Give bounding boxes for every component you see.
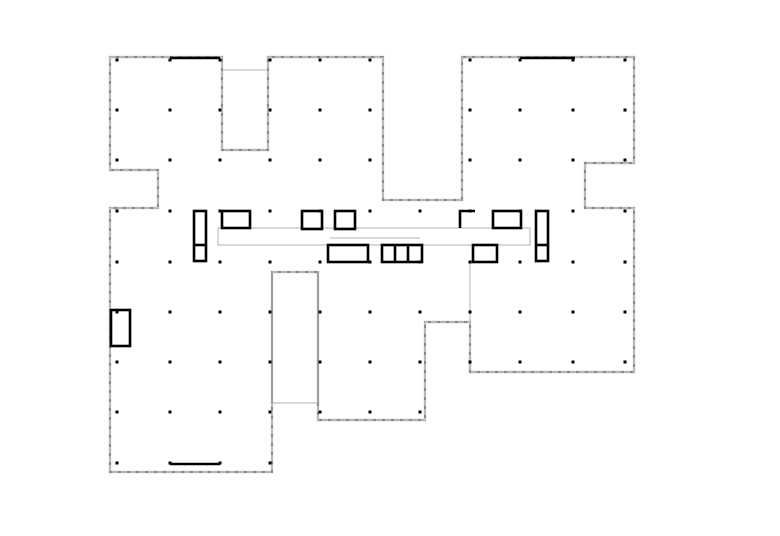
elevators (380, 243, 424, 264)
shaft-left (192, 209, 208, 263)
column (571, 260, 575, 264)
column (168, 158, 172, 162)
stair-left (220, 209, 252, 230)
column (571, 360, 575, 364)
column (518, 360, 522, 364)
column (115, 108, 119, 112)
column (623, 158, 627, 162)
column (318, 158, 322, 162)
column (168, 58, 172, 62)
column (518, 58, 522, 62)
column (623, 360, 627, 364)
shaft (300, 209, 324, 231)
column (318, 360, 322, 364)
column (218, 260, 222, 264)
column (468, 310, 472, 314)
column (418, 410, 422, 414)
column (218, 310, 222, 314)
column (623, 260, 627, 264)
column (268, 58, 272, 62)
column (115, 310, 119, 314)
column (518, 310, 522, 314)
column (115, 209, 119, 213)
column (518, 209, 522, 213)
room (471, 243, 499, 264)
thin-lines (217, 69, 531, 404)
column (468, 260, 472, 264)
column (115, 461, 119, 465)
column (168, 461, 172, 465)
column (268, 158, 272, 162)
column (318, 410, 322, 414)
column (468, 209, 472, 213)
stair-west (109, 308, 132, 348)
column (418, 310, 422, 314)
column (218, 360, 222, 364)
structural-columns (115, 58, 627, 465)
column (268, 410, 272, 414)
column (218, 58, 222, 62)
column (268, 108, 272, 112)
column (268, 260, 272, 264)
column (218, 461, 222, 465)
column (318, 310, 322, 314)
column (368, 58, 372, 62)
column (168, 310, 172, 314)
column (418, 360, 422, 364)
column (218, 108, 222, 112)
column (268, 461, 272, 465)
column (318, 209, 322, 213)
column (418, 209, 422, 213)
column (368, 410, 372, 414)
column (571, 108, 575, 112)
column (468, 360, 472, 364)
column (368, 310, 372, 314)
column (168, 260, 172, 264)
column (115, 58, 119, 62)
column (168, 360, 172, 364)
column (115, 158, 119, 162)
column (368, 360, 372, 364)
column (571, 310, 575, 314)
column (168, 209, 172, 213)
column (518, 108, 522, 112)
shaft-right (534, 209, 550, 263)
column (571, 58, 575, 62)
column (623, 58, 627, 62)
column (623, 209, 627, 213)
column (115, 360, 119, 364)
column (318, 58, 322, 62)
column (218, 410, 222, 414)
column (318, 108, 322, 112)
column (571, 158, 575, 162)
column (268, 209, 272, 213)
column (518, 158, 522, 162)
core-walls (109, 56, 575, 466)
column (268, 310, 272, 314)
column (518, 260, 522, 264)
column (168, 108, 172, 112)
building-outline (108, 55, 636, 474)
stair-right (491, 209, 523, 230)
column (368, 158, 372, 162)
column (418, 260, 422, 264)
column (218, 158, 222, 162)
column (623, 108, 627, 112)
column (468, 58, 472, 62)
column (318, 260, 322, 264)
restroom (326, 243, 370, 264)
column (468, 158, 472, 162)
column (368, 209, 372, 213)
column (368, 260, 372, 264)
column (368, 108, 372, 112)
column (115, 410, 119, 414)
column (571, 209, 575, 213)
column (168, 410, 172, 414)
column (218, 209, 222, 213)
column (468, 108, 472, 112)
column (268, 360, 272, 364)
column (623, 310, 627, 314)
shaft (333, 209, 357, 231)
column (115, 260, 119, 264)
